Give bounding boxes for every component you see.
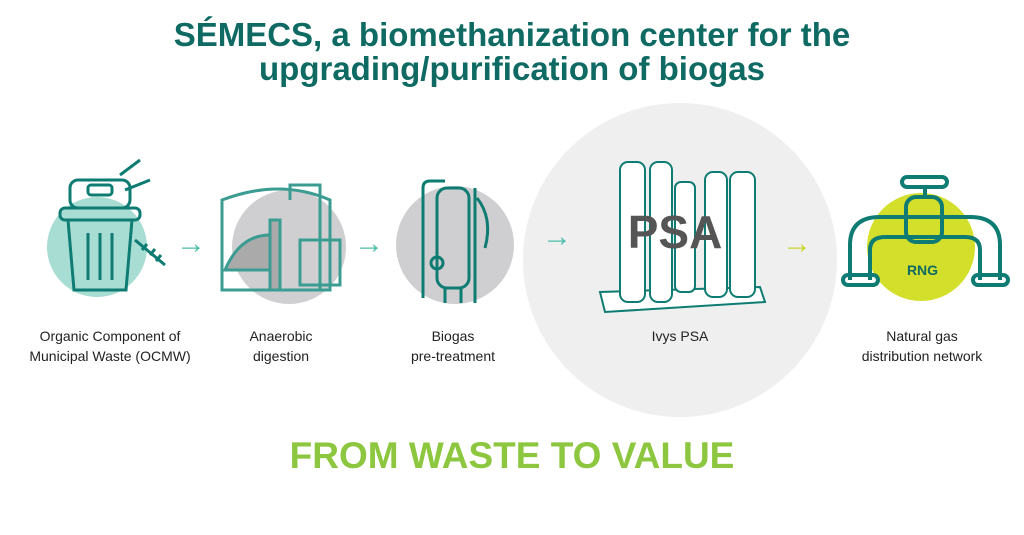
title-line-2: upgrading/purification of biogas [259,50,765,87]
arrow-icon: → [176,227,206,260]
title-line-1: SÉMECS, a biomethanization center for th… [173,16,851,53]
slogan: FROM WASTE TO VALUE [289,435,735,476]
rng-badge: RNG [906,262,939,278]
arrow-icon: → [542,220,572,253]
pretreatment-circle [396,186,514,304]
psa-overlay-label: PSA [627,206,723,258]
psa-unit-icon [598,161,767,314]
pretreatment-tank-icon [421,179,490,303]
pipeline-valve-icon [841,175,1010,287]
arrow-icon: → [782,227,812,260]
rng-circle [867,193,975,301]
arrow-icon: → [354,227,384,260]
digester-icon [220,183,342,292]
step-label-psa: Ivys PSA [651,328,709,344]
trash-bin-icon [58,158,166,292]
